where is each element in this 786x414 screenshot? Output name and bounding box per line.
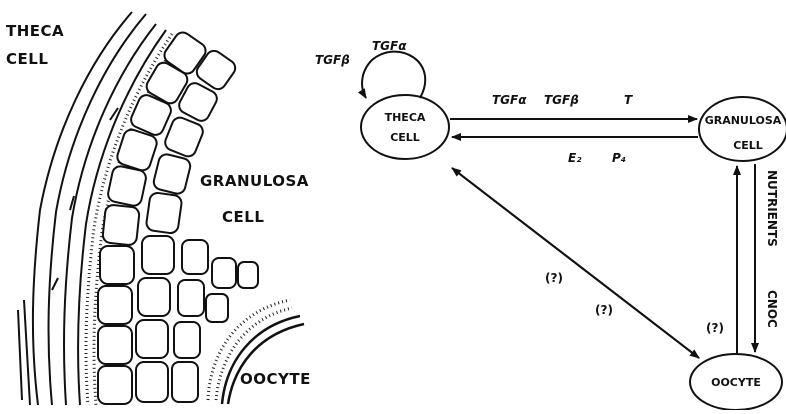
granulosa-node-line1: GRANULOSA	[705, 114, 782, 127]
theca-node-line1: THECA	[385, 111, 426, 124]
follicle-illustration: THECA CELL GRANULOSA CELL OOCYTE	[6, 12, 311, 405]
autocrine-tgfb: TGFβ	[315, 53, 350, 67]
signal-t: T	[624, 93, 633, 107]
autocrine-tgfa: TGFα	[372, 39, 407, 53]
theca-node-line2: CELL	[390, 131, 420, 144]
signaling-diagram: THECA CELL GRANULOSA CELL OOCYTE TGFα TG…	[315, 39, 786, 410]
signal-tgfb: TGFβ	[544, 93, 579, 107]
granulosa-oocyte-question: (?)	[706, 321, 724, 335]
signal-tgfa: TGFα	[492, 93, 527, 107]
theca-node	[361, 95, 449, 159]
granulosa-node-line2: CELL	[733, 139, 763, 152]
signal-e2: E₂	[568, 151, 582, 165]
theca-label-line1: THECA	[6, 22, 64, 40]
oocyte-label: OOCYTE	[240, 370, 311, 388]
cnoc-label: CNOC	[765, 290, 779, 328]
theca-oocyte-question-1: (?)	[595, 303, 613, 317]
theca-label-line2: CELL	[6, 50, 48, 68]
nutrients-label: NUTRIENTS	[765, 170, 779, 247]
signal-p4: P₄	[612, 151, 626, 165]
autocrine-loop-arrow	[362, 52, 425, 98]
oocyte-node-label: OOCYTE	[711, 376, 761, 389]
oocyte-to-theca-arrow	[452, 168, 699, 358]
granulosa-label-line2: CELL	[222, 208, 264, 226]
granulosa-label-line1: GRANULOSA	[200, 172, 309, 190]
theca-oocyte-question-2: (?)	[545, 271, 563, 285]
